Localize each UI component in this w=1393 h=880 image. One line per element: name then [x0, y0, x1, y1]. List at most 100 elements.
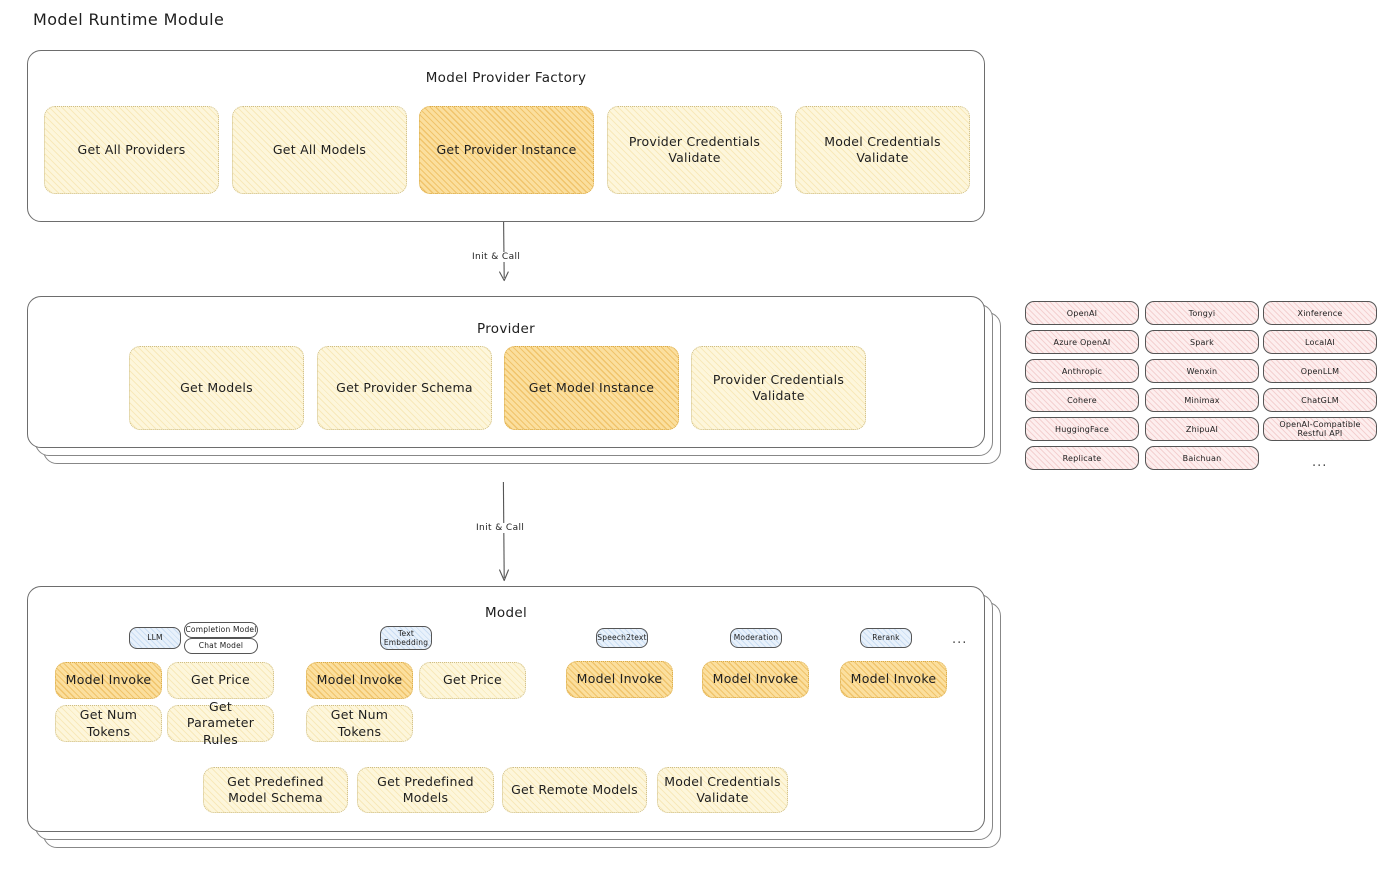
- provider-chip-openllm[interactable]: OpenLLM: [1263, 359, 1377, 383]
- factory-node-model-credentials-validate[interactable]: Model Credentials Validate: [795, 106, 970, 194]
- provider-list-more-ellipsis: ...: [1312, 455, 1328, 470]
- model-type-chip-label: LLM: [147, 633, 163, 643]
- model-node-label: Get Num Tokens: [79, 707, 138, 739]
- provider-chip-xinference[interactable]: Xinference: [1263, 301, 1377, 325]
- model-node-label: Model Invoke: [316, 672, 403, 688]
- factory-node-get-all-providers[interactable]: Get All Providers: [44, 106, 219, 194]
- model-node-text-embedding-model-invoke[interactable]: Model Invoke: [306, 662, 413, 699]
- arrow-provider-to-model: [499, 481, 509, 582]
- model-node-label: Model Invoke: [712, 671, 799, 687]
- provider-chip-huggingface[interactable]: HuggingFace: [1025, 417, 1139, 441]
- model-node-llm-get-price[interactable]: Get Price: [167, 662, 274, 699]
- model-node-label: Get Parameter Rules: [186, 698, 255, 747]
- provider-chip-anthropic[interactable]: Anthropic: [1025, 359, 1139, 383]
- model-node-text-embedding-get-price[interactable]: Get Price: [419, 662, 526, 699]
- provider-chip-tongyi[interactable]: Tongyi: [1145, 301, 1259, 325]
- model-subtype-chip-completion-model[interactable]: Completion Model: [184, 622, 258, 638]
- model-node-label: Get Predefined Model Schema: [227, 773, 324, 806]
- provider-node-get-model-instance[interactable]: Get Model Instance: [504, 346, 679, 430]
- factory-node-label: Model Credentials Validate: [824, 133, 941, 166]
- provider-title: Provider: [477, 321, 535, 337]
- model-title: Model: [484, 605, 528, 621]
- provider-chip-openai[interactable]: OpenAI: [1025, 301, 1139, 325]
- model-node-get-predefined-models[interactable]: Get Predefined Models: [357, 767, 494, 813]
- model-types-more-ellipsis: ...: [952, 632, 968, 647]
- model-subtype-chip-chat-model[interactable]: Chat Model: [184, 638, 258, 654]
- model-node-moderation-model-invoke[interactable]: Model Invoke: [702, 661, 809, 698]
- provider-chip-label: OpenLLM: [1300, 366, 1340, 376]
- model-type-chip-label: Text Embedding: [383, 628, 429, 647]
- provider-node-label: Get Provider Schema: [336, 379, 473, 395]
- provider-node-provider-credentials-validate[interactable]: Provider Credentials Validate: [691, 346, 866, 430]
- provider-chip-label: Azure OpenAI: [1053, 337, 1111, 347]
- provider-chip-label: OpenAI: [1066, 308, 1098, 318]
- model-provider-factory-title: Model Provider Factory: [425, 70, 587, 86]
- provider-chip-label: OpenAI-Compatible Restful API: [1279, 420, 1361, 438]
- provider-chip-minimax[interactable]: Minimax: [1145, 388, 1259, 412]
- page-title: Model Runtime Module: [33, 10, 225, 29]
- model-type-chip-rerank[interactable]: Rerank: [860, 628, 912, 648]
- provider-node-get-models[interactable]: Get Models: [129, 346, 304, 430]
- model-node-get-remote-models[interactable]: Get Remote Models: [502, 767, 647, 813]
- model-type-chip-llm[interactable]: LLM: [129, 627, 181, 649]
- model-type-chip-label: Rerank: [872, 633, 900, 643]
- model-node-label: Model Invoke: [850, 671, 937, 687]
- model-node-label: Model Invoke: [65, 672, 152, 688]
- provider-chip-cohere[interactable]: Cohere: [1025, 388, 1139, 412]
- model-node-label: Get Price: [191, 672, 250, 688]
- model-node-llm-model-invoke[interactable]: Model Invoke: [55, 662, 162, 699]
- factory-node-get-all-models[interactable]: Get All Models: [232, 106, 407, 194]
- model-node-model-credentials-validate[interactable]: Model Credentials Validate: [657, 767, 788, 813]
- model-type-chip-text-embedding[interactable]: Text Embedding: [380, 626, 432, 650]
- model-node-get-predefined-model-schema[interactable]: Get Predefined Model Schema: [203, 767, 348, 813]
- provider-chip-label: Wenxin: [1186, 366, 1218, 376]
- provider-chip-label: Replicate: [1062, 453, 1102, 463]
- factory-node-get-provider-instance[interactable]: Get Provider Instance: [419, 106, 594, 194]
- factory-node-label: Get All Models: [272, 141, 367, 157]
- provider-chip-label: Anthropic: [1061, 366, 1103, 376]
- model-type-chip-label: Speech2text: [597, 633, 647, 643]
- model-node-label: Model Invoke: [576, 671, 663, 687]
- provider-chip-localai[interactable]: LocalAI: [1263, 330, 1377, 354]
- provider-node-get-provider-schema[interactable]: Get Provider Schema: [317, 346, 492, 430]
- provider-chip-label: Tongyi: [1188, 308, 1216, 318]
- provider-chip-label: ChatGLM: [1301, 395, 1339, 405]
- provider-chip-openai-compatible-restful-api[interactable]: OpenAI-Compatible Restful API: [1263, 417, 1377, 441]
- model-node-label: Get Num Tokens: [330, 707, 389, 739]
- arrow-label-init-and-call-1: Init & Call: [469, 252, 524, 262]
- provider-chip-label: LocalAI: [1305, 337, 1335, 347]
- arrow-factory-to-provider: [499, 221, 509, 282]
- provider-node-label: Get Model Instance: [528, 379, 655, 395]
- model-node-label: Get Predefined Models: [377, 773, 474, 806]
- provider-node-label: Get Models: [180, 379, 253, 395]
- provider-chip-label: Minimax: [1184, 395, 1220, 405]
- model-node-rerank-model-invoke[interactable]: Model Invoke: [840, 661, 947, 698]
- provider-chip-baichuan[interactable]: Baichuan: [1145, 446, 1259, 470]
- model-node-llm-get-num-tokens[interactable]: Get Num Tokens: [55, 705, 162, 742]
- model-node-speech2text-model-invoke[interactable]: Model Invoke: [566, 661, 673, 698]
- model-type-chip-label: Moderation: [733, 633, 779, 643]
- provider-chip-label: Spark: [1190, 337, 1214, 347]
- provider-chip-label: Cohere: [1067, 395, 1097, 405]
- model-node-llm-get-parameter-rules[interactable]: Get Parameter Rules: [167, 699, 274, 747]
- provider-chip-zhipuai[interactable]: ZhipuAI: [1145, 417, 1259, 441]
- model-type-chip-moderation[interactable]: Moderation: [730, 628, 782, 648]
- provider-chip-azure-openai[interactable]: Azure OpenAI: [1025, 330, 1139, 354]
- model-type-chip-speech2text[interactable]: Speech2text: [596, 628, 648, 648]
- factory-node-label: Get All Providers: [77, 141, 186, 157]
- arrow-label-init-and-call-2: Init & Call: [473, 523, 528, 533]
- factory-node-label: Get Provider Instance: [436, 141, 577, 157]
- provider-chip-wenxin[interactable]: Wenxin: [1145, 359, 1259, 383]
- provider-chip-label: ZhipuAI: [1185, 424, 1219, 434]
- model-node-label: Get Remote Models: [511, 781, 638, 797]
- provider-chip-label: HuggingFace: [1055, 424, 1109, 434]
- factory-node-label: Provider Credentials Validate: [628, 133, 761, 166]
- provider-chip-spark[interactable]: Spark: [1145, 330, 1259, 354]
- factory-node-provider-credentials-validate[interactable]: Provider Credentials Validate: [607, 106, 782, 194]
- provider-chip-chatglm[interactable]: ChatGLM: [1263, 388, 1377, 412]
- model-node-label: Get Price: [443, 672, 502, 688]
- provider-chip-replicate[interactable]: Replicate: [1025, 446, 1139, 470]
- provider-node-label: Provider Credentials Validate: [712, 371, 845, 404]
- model-node-text-embedding-get-num-tokens[interactable]: Get Num Tokens: [306, 705, 413, 742]
- model-node-label: Model Credentials Validate: [664, 773, 781, 806]
